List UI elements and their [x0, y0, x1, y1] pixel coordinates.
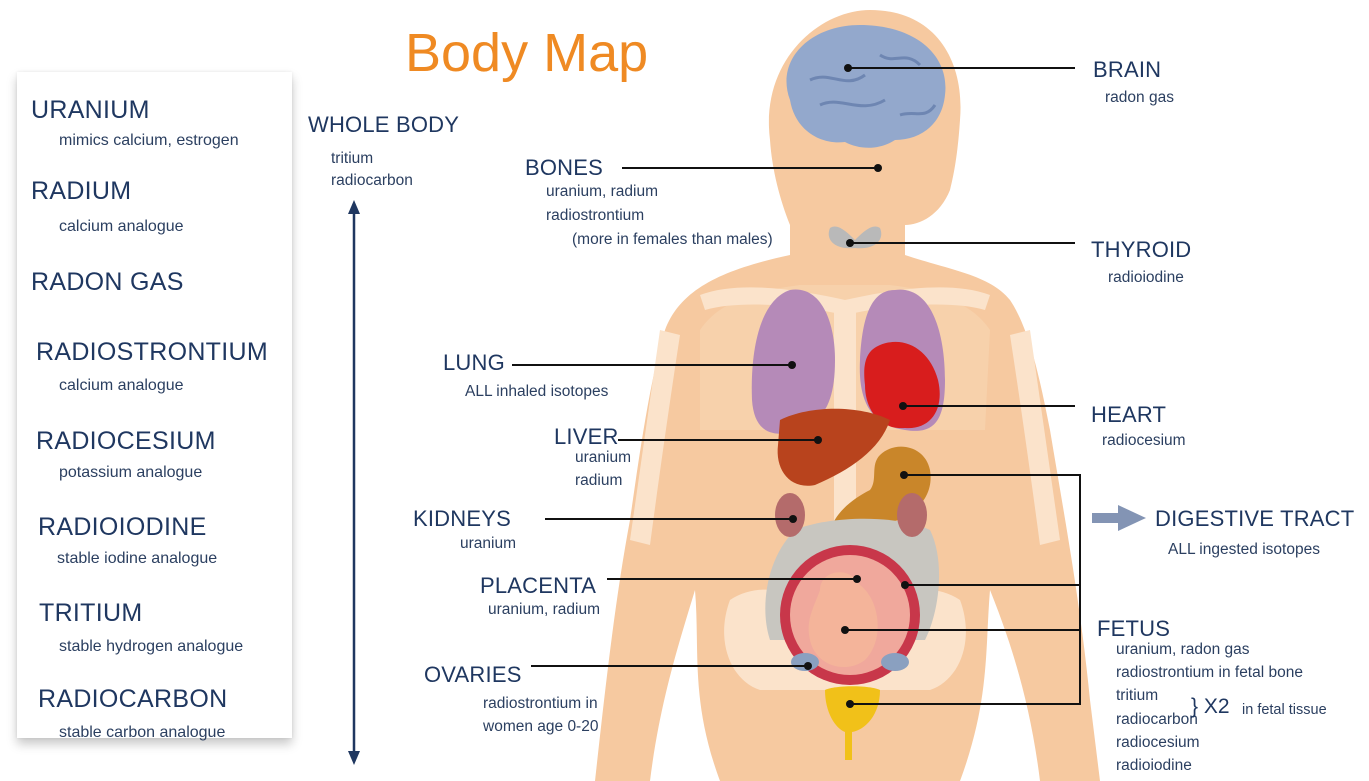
- thyroid-label: THYROID: [1091, 237, 1191, 263]
- digestive-detail: ALL ingested isotopes: [1168, 539, 1320, 561]
- isotope-desc: potassium analogue: [59, 464, 202, 482]
- fetus-multiplier: } X2: [1191, 695, 1230, 719]
- fetus-detail: radiocarbon: [1116, 709, 1198, 731]
- heart-detail: radiocesium: [1102, 430, 1186, 452]
- kidney-left-organ: [775, 493, 805, 537]
- bones-detail: radiostrontium: [546, 205, 644, 227]
- digestive-arrow-icon: [1092, 505, 1146, 531]
- fetus-detail: radioiodine: [1116, 755, 1192, 777]
- kidneys-label: KIDNEYS: [413, 506, 511, 532]
- ovary-right-organ: [881, 653, 909, 671]
- bones-label: BONES: [525, 155, 603, 181]
- fetus-detail: radiocesium: [1116, 732, 1200, 754]
- isotope-name: RADIOIODINE: [38, 513, 207, 542]
- isotope-desc: stable carbon analogue: [59, 724, 225, 742]
- ovaries-detail: radiostrontium in: [483, 693, 598, 715]
- whole-body-label: WHOLE BODY: [308, 112, 459, 138]
- isotope-desc: calcium analogue: [59, 377, 184, 395]
- isotope-desc: stable iodine analogue: [57, 550, 217, 568]
- lung-detail: ALL inhaled isotopes: [465, 381, 608, 403]
- placenta-detail: uranium, radium: [488, 599, 600, 621]
- digestive-label: DIGESTIVE TRACT: [1155, 506, 1354, 532]
- isotope-desc: mimics calcium, estrogen: [59, 132, 239, 150]
- placenta-label: PLACENTA: [480, 573, 596, 599]
- isotope-panel: URANIUM mimics calcium, estrogen RADIUM …: [17, 72, 292, 738]
- whole-body-detail: tritium: [331, 148, 373, 170]
- lung-label: LUNG: [443, 350, 505, 376]
- isotope-name: RADIOSTRONTIUM: [36, 338, 268, 367]
- isotope-name: TRITIUM: [39, 599, 142, 628]
- brain-organ: [786, 25, 945, 148]
- kidneys-detail: uranium: [460, 533, 516, 555]
- brain-detail: radon gas: [1105, 87, 1174, 109]
- whole-body-detail: radiocarbon: [331, 170, 413, 192]
- isotope-desc: calcium analogue: [59, 218, 184, 236]
- thyroid-detail: radioiodine: [1108, 267, 1184, 289]
- isotope-name: RADIOCESIUM: [36, 427, 216, 456]
- page-title: Body Map: [405, 22, 648, 84]
- ovaries-detail: women age 0-20: [483, 716, 598, 738]
- isotope-name: URANIUM: [31, 96, 150, 125]
- heart-label: HEART: [1091, 402, 1166, 428]
- isotope-desc: stable hydrogen analogue: [59, 638, 243, 656]
- ovaries-label: OVARIES: [424, 662, 522, 688]
- fetus-detail: tritium: [1116, 685, 1158, 707]
- bones-detail: (more in females than males): [572, 229, 773, 251]
- liver-detail: radium: [575, 470, 622, 492]
- fetus-detail: uranium, radon gas: [1116, 639, 1250, 661]
- whole-body-arrow: [348, 200, 360, 765]
- fetus-multiplier-note: in fetal tissue: [1242, 702, 1327, 718]
- brain-label: BRAIN: [1093, 57, 1161, 83]
- isotope-name: RADON GAS: [31, 268, 184, 297]
- isotope-name: RADIOCARBON: [38, 685, 227, 714]
- bones-detail: uranium, radium: [546, 181, 658, 203]
- liver-detail: uranium: [575, 447, 631, 469]
- fetus-detail: radiostrontium in fetal bone: [1116, 662, 1303, 684]
- isotope-name: RADIUM: [31, 177, 131, 206]
- kidney-right-organ: [897, 493, 927, 537]
